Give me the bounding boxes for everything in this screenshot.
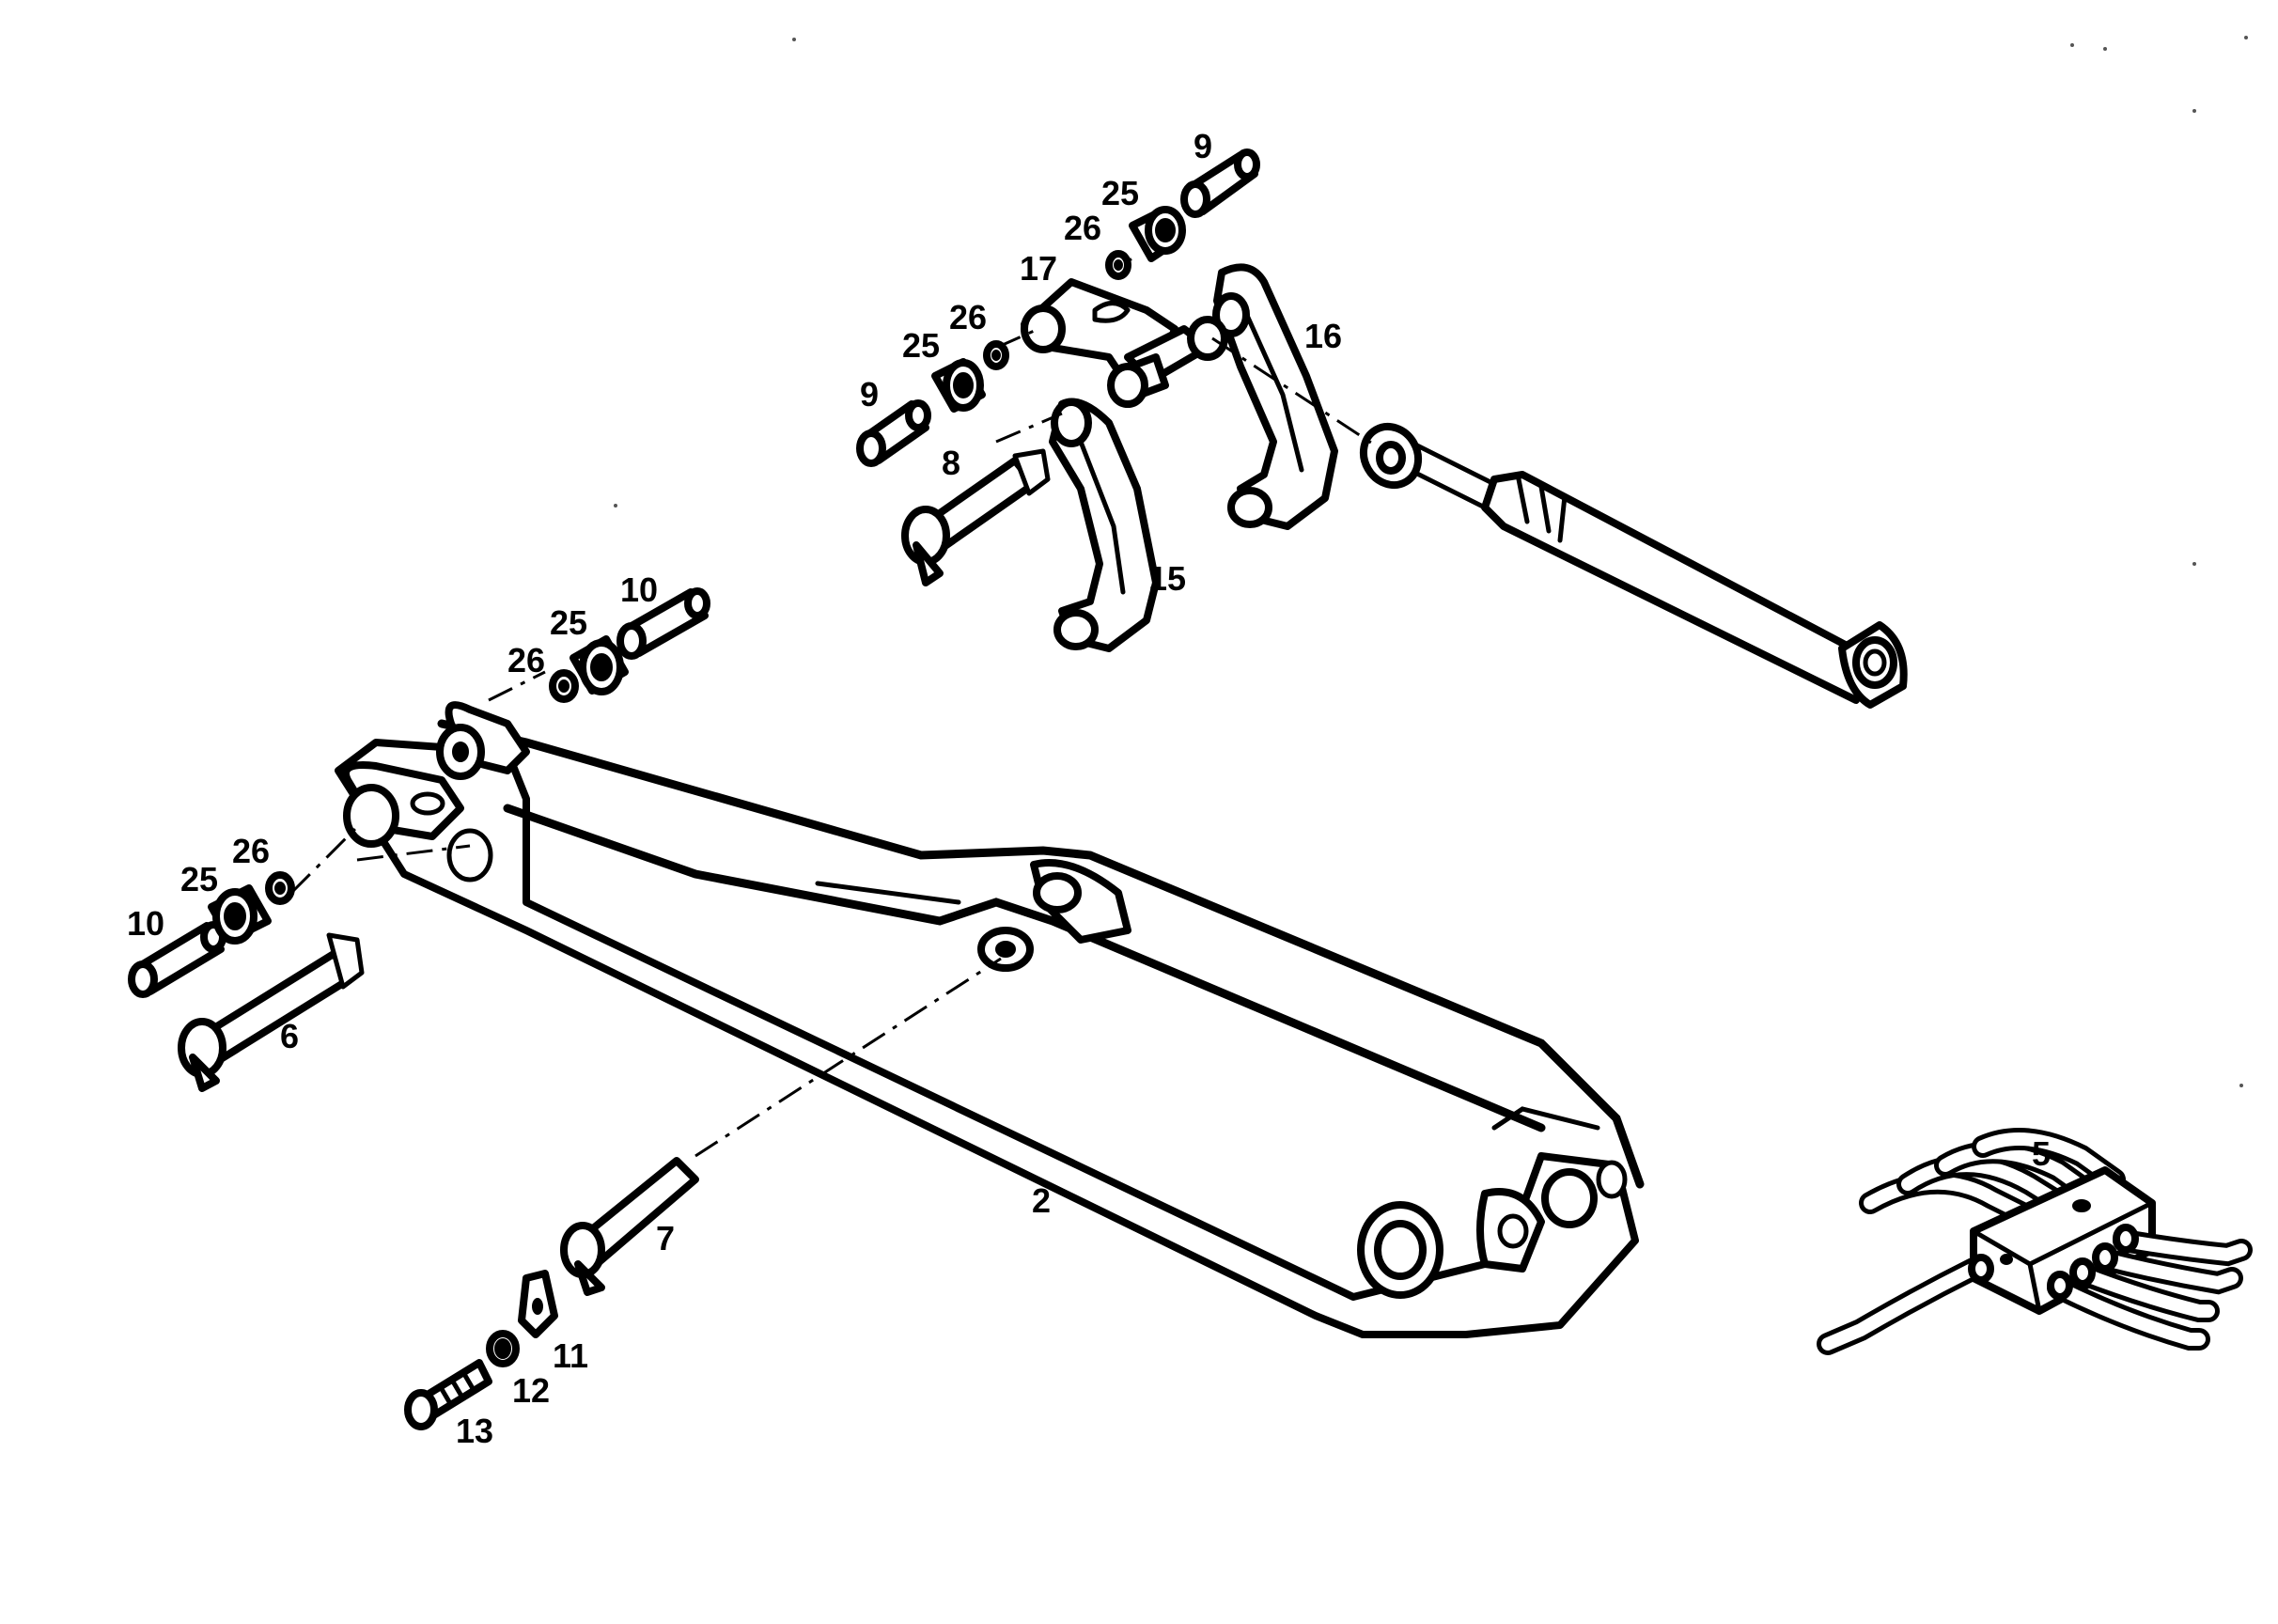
hydraulic-cylinder [1359,422,1908,709]
link-17 [1021,278,1228,408]
callout-9: 9 [1194,127,1212,165]
boom-arm [335,701,1645,1338]
bolt-7 [560,1157,699,1296]
bushing-25-lower [208,884,272,945]
link-arm-15 [1049,398,1160,652]
bolt-6 [178,932,365,1092]
washer-26-lower [265,871,295,905]
washer-26-top [1105,250,1131,280]
callout-labels: 9 25 26 17 26 16 25 9 8 15 10 25 26 26 2… [127,127,2051,1450]
lock-plate-11 [518,1270,558,1338]
callout-26: 26 [232,832,270,870]
pin-9-left [856,399,931,467]
callout-13: 13 [456,1412,493,1450]
callout-25: 25 [902,326,940,365]
callout-16: 16 [1304,317,1342,355]
callout-26: 26 [949,298,987,336]
callout-10: 10 [127,904,164,943]
callout-7: 7 [656,1219,675,1257]
callout-6: 6 [280,1017,299,1055]
bolt-8 [901,448,1051,586]
callout-17: 17 [1020,249,1057,288]
callout-11: 11 [553,1336,588,1375]
callout-10: 10 [620,570,658,609]
screw-13 [404,1359,492,1430]
pin-10-upper [616,587,710,660]
washer-26-upper [549,669,579,703]
washer-26-mid [983,340,1009,370]
callout-9: 9 [860,375,879,414]
callout-8: 8 [942,444,960,482]
bushing-25-upper [570,635,629,695]
valve-block-5 [1817,1128,2253,1355]
callout-15: 15 [1148,559,1186,598]
bushing-25-mid [931,358,986,413]
callout-26: 26 [507,641,545,679]
bushing-25-top [1129,206,1186,262]
pin-9-top [1180,148,1260,218]
callout-25: 25 [550,603,587,642]
callout-25: 25 [1101,174,1139,212]
link-arm-16 [1212,263,1338,530]
callout-12: 12 [512,1371,550,1410]
callout-25: 25 [180,860,218,898]
callout-5: 5 [2032,1134,2051,1173]
callout-2: 2 [1032,1181,1051,1220]
callout-26: 26 [1064,209,1101,247]
washer-12 [486,1330,520,1367]
scan-specks [614,36,2248,1087]
